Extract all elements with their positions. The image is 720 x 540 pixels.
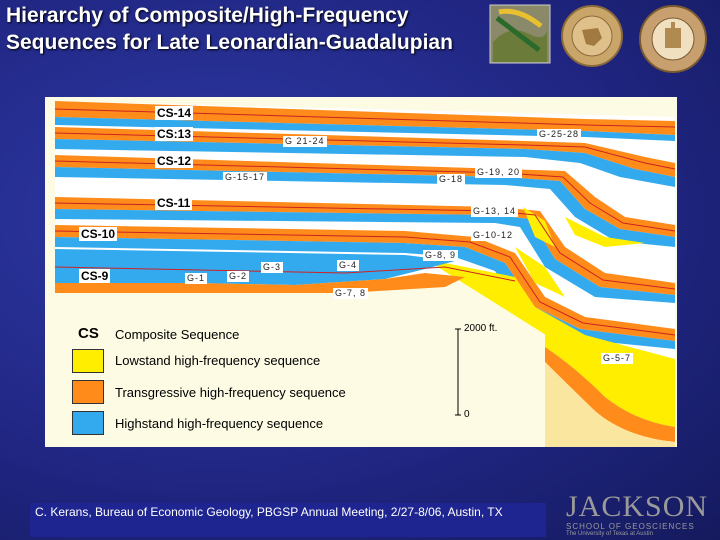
citation: C. Kerans, Bureau of Economic Geology, P… xyxy=(30,503,546,537)
legend-cs-label: Composite Sequence xyxy=(115,327,240,342)
sequence-diagram: CS-14 CS:13 CS-12 CS-11 CS-10 CS-9 G 21-… xyxy=(45,97,677,447)
hfs-label: G-25-28 xyxy=(537,129,582,140)
cs-label: CS-11 xyxy=(155,196,193,210)
jackson-logo-sub: SCHOOL OF GEOSCIENCES xyxy=(566,522,695,531)
cs-label: CS:13 xyxy=(155,127,194,141)
hfs-label: G-13, 14 xyxy=(471,206,519,217)
jackson-logo-tiny: The University of Texas at Austin xyxy=(566,531,653,537)
cs-label: CS-14 xyxy=(155,106,194,120)
legend-transgressive-swatch xyxy=(72,380,104,404)
scale-top-label: 2000 ft. xyxy=(464,323,498,334)
legend-lowstand-label: Lowstand high-frequency sequence xyxy=(115,353,321,368)
cs-label: CS-10 xyxy=(79,227,118,241)
jackson-logo-name: JACKSON xyxy=(566,490,709,523)
beg-logo-icon xyxy=(489,4,551,64)
hfs-label: G-5-7 xyxy=(601,353,634,364)
hfs-label: G-18 xyxy=(437,174,466,185)
cross-section-drawing xyxy=(54,101,676,447)
legend-cs-key: CS xyxy=(78,325,99,342)
legend-transgressive-label: Transgressive high-frequency sequence xyxy=(115,385,346,400)
cs-label: CS-12 xyxy=(155,154,194,168)
legend-lowstand-swatch xyxy=(72,349,104,373)
economic-geology-seal-icon xyxy=(560,4,624,68)
hfs-label: G-4 xyxy=(337,260,360,271)
hfs-label: G-2 xyxy=(227,271,250,282)
hfs-label: G 21-24 xyxy=(283,136,327,147)
legend-highstand-swatch xyxy=(72,411,104,435)
jackson-school-logo: JACKSON SCHOOL OF GEOSCIENCES The Univer… xyxy=(566,490,716,538)
hfs-label: G-8, 9 xyxy=(423,250,459,261)
scale-bottom-label: 0 xyxy=(464,409,470,420)
ut-geology-seal-icon xyxy=(638,4,708,74)
hfs-label: G-10-12 xyxy=(471,230,516,241)
hfs-label: G-19, 20 xyxy=(475,167,523,178)
cs-label: CS-9 xyxy=(79,269,111,283)
hfs-label: G-15-17 xyxy=(223,172,268,183)
hfs-label: G-7, 8 xyxy=(333,288,369,299)
legend-highstand-label: Highstand high-frequency sequence xyxy=(115,416,324,431)
hfs-label: G-3 xyxy=(261,262,284,273)
hfs-label: G-1 xyxy=(185,273,208,284)
page-title: Hierarchy of Composite/High-Frequency Se… xyxy=(6,4,453,54)
